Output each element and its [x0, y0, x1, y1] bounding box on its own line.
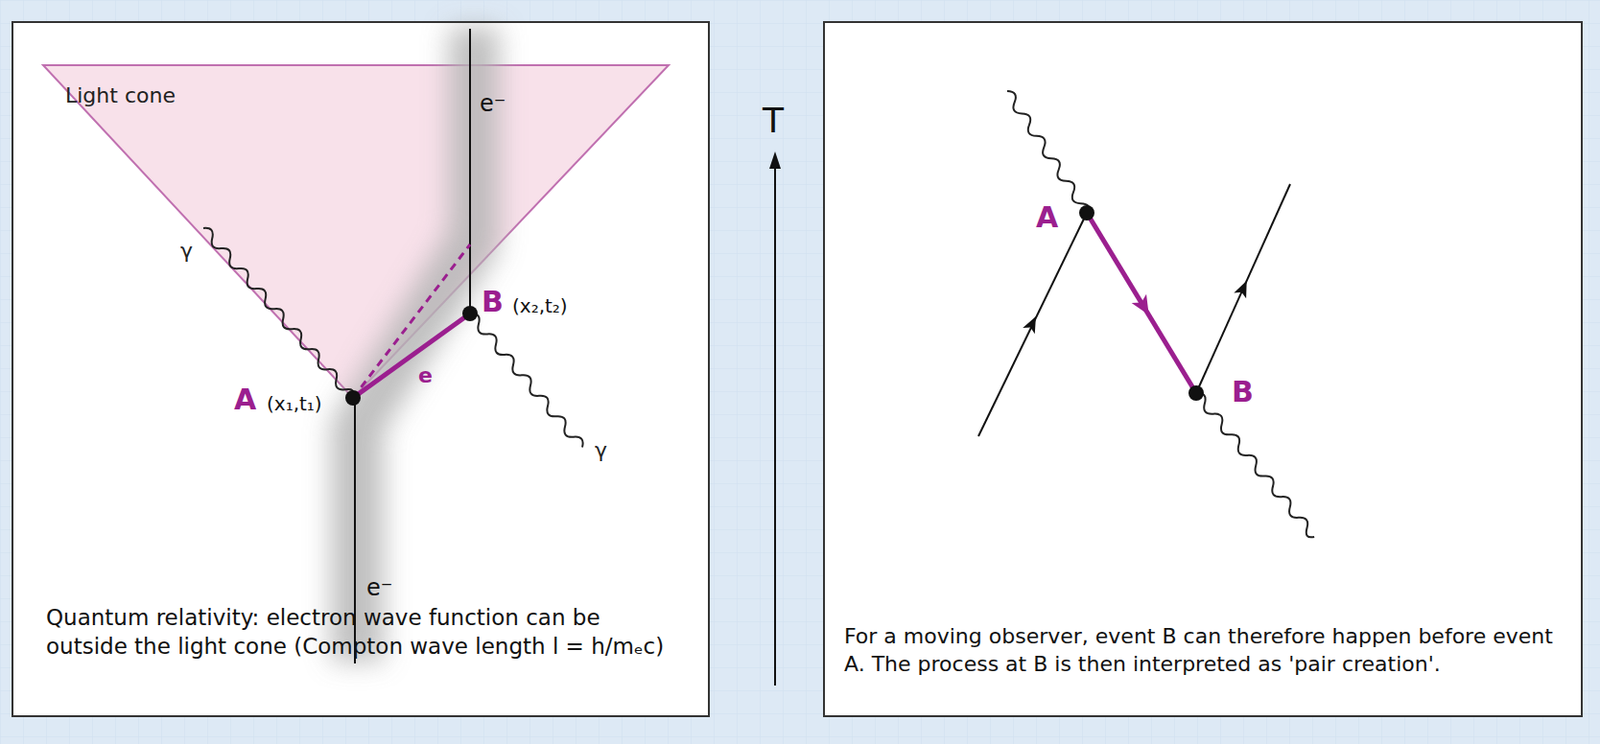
caption-text: Quantum relativity: electron wave functi…: [46, 604, 680, 662]
event-dot: [345, 390, 361, 406]
axis-label: T: [762, 101, 784, 141]
region-label: Light cone: [65, 84, 176, 108]
time-arrow: [774, 161, 777, 686]
caption-text: For a moving observer, event B can there…: [844, 623, 1564, 679]
coordinate-label: (x₂,t₂): [512, 295, 568, 317]
electron-path: [352, 313, 471, 399]
electron-line: [978, 212, 1087, 437]
arrow-head: [1131, 294, 1157, 320]
particle-label: e⁻: [479, 91, 506, 117]
event-label: B: [481, 285, 504, 318]
electron-line: [469, 28, 471, 314]
particle-label: e: [418, 364, 433, 388]
arrow-head: [769, 151, 781, 169]
event-dot: [1188, 385, 1204, 401]
event-label: A: [234, 383, 257, 416]
event-dot: [1079, 205, 1095, 221]
photon-label: γ: [180, 239, 193, 263]
panel-ground: [11, 21, 710, 718]
photon: [199, 225, 354, 400]
event-label: A: [1035, 201, 1059, 234]
panel-box: Quantum relativity: electron wave functi…: [11, 21, 710, 718]
photon: [466, 310, 587, 451]
dashed-path: [352, 244, 471, 399]
panel-box: For a moving observer, event B can there…: [823, 21, 1583, 718]
electron-path: [1086, 212, 1197, 394]
particle-label: e⁻: [366, 575, 393, 601]
photon: [1192, 390, 1318, 541]
arrow-head: [1022, 313, 1042, 334]
wave-band: [330, 26, 499, 662]
photon: [1003, 88, 1092, 216]
coordinate-label: (x₁,t₁): [266, 393, 323, 415]
panel-ground: [823, 21, 1583, 718]
arrow-head: [1233, 278, 1253, 299]
event-label: B: [1231, 376, 1254, 408]
electron-line: [1196, 184, 1291, 394]
event-dot: [462, 305, 478, 322]
light-cone: [43, 65, 669, 399]
photon-label: γ: [594, 439, 608, 463]
